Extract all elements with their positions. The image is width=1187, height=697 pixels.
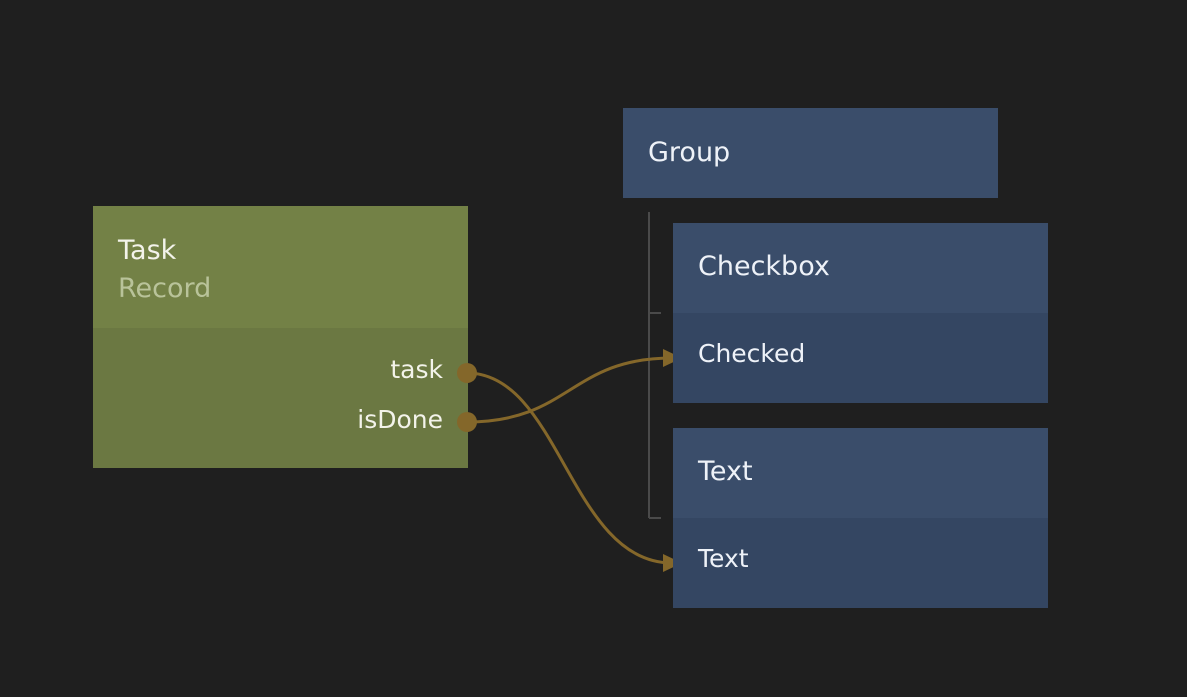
record-node-subtitle: Record xyxy=(118,273,212,304)
port-checked[interactable]: Checked xyxy=(698,339,806,368)
text-node-header[interactable]: Text xyxy=(673,428,1048,518)
text-node-title: Text xyxy=(698,456,753,487)
group-node[interactable]: Group xyxy=(623,108,998,198)
wire-task-to-text xyxy=(466,371,673,565)
group-node-title: Group xyxy=(648,137,731,168)
checkbox-node[interactable]: Checkbox Checked xyxy=(673,223,1048,403)
task-record-node[interactable]: Task Record task isDone xyxy=(93,206,468,468)
port-text[interactable]: Text xyxy=(698,544,749,573)
hierarchy-bracket xyxy=(648,212,661,519)
port-isdone[interactable]: isDone xyxy=(357,405,443,434)
text-node[interactable]: Text Text xyxy=(673,428,1048,608)
wire-isdone-to-checked xyxy=(466,356,673,424)
checkbox-node-title: Checkbox xyxy=(698,251,830,282)
record-node-header[interactable]: Task Record xyxy=(93,206,468,328)
checkbox-node-header[interactable]: Checkbox xyxy=(673,223,1048,313)
port-task[interactable]: task xyxy=(390,355,443,384)
record-node-title: Task xyxy=(118,235,177,266)
